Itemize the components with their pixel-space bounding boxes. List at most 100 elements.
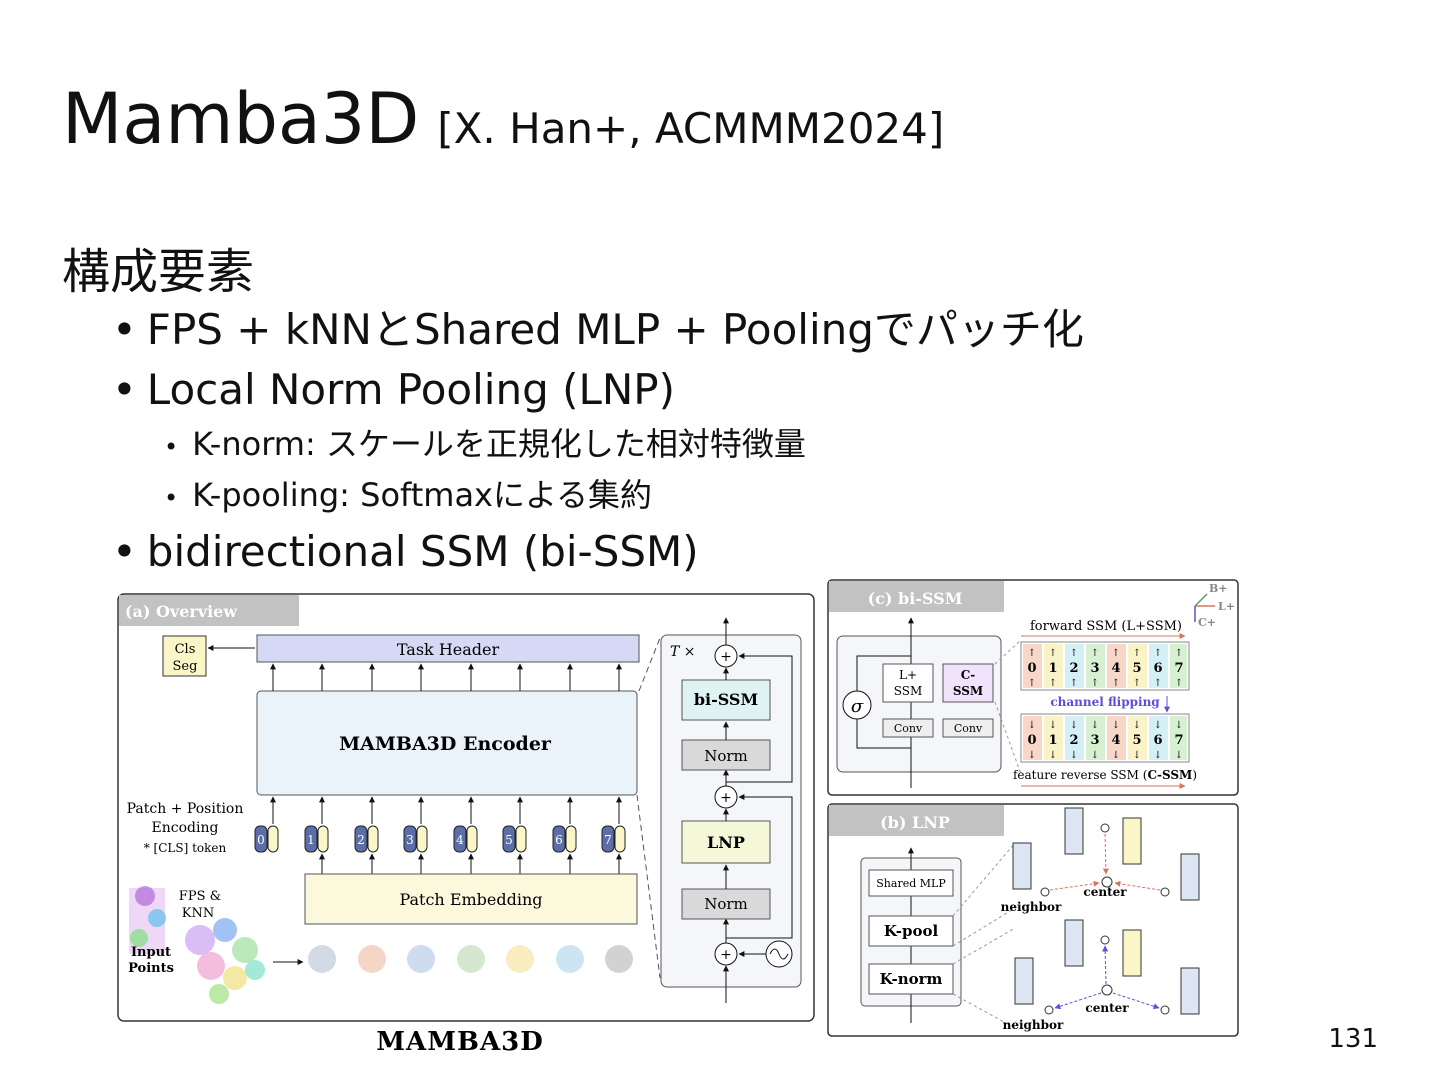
axis-c-label: C+ — [1198, 616, 1216, 629]
token-5: 5 — [502, 825, 527, 853]
bullet-bissm: bidirectional SSM (bi-SSM) — [112, 522, 1084, 582]
down-arrow-icon: ↓ — [1133, 750, 1141, 761]
forward-index-2: 2 — [1069, 661, 1078, 676]
sampled-point — [358, 945, 386, 973]
embed-up-arrows — [319, 853, 622, 874]
sigma-icon: σ — [851, 696, 864, 717]
seg-label: Seg — [173, 659, 198, 674]
cssm-label-1: C- — [961, 668, 976, 682]
token-5-label: 5 — [505, 833, 513, 847]
norm-label-2: Norm — [704, 895, 748, 913]
pos-encoding-label-1: Patch + Position — [127, 801, 244, 817]
conv-label-2: Conv — [954, 722, 983, 735]
bullet-lnp: Local Norm Pooling (LNP) — [112, 360, 1084, 420]
overview-panel: (a) Overview Cls Seg Task Header MAMBA3D… — [117, 593, 815, 1022]
reverse-index-7: 7 — [1174, 733, 1183, 748]
encoder-up-arrows — [270, 663, 622, 824]
token-6: 6 — [552, 825, 577, 853]
down-arrow-icon: ↓ — [1154, 720, 1162, 731]
add-icon: + — [720, 649, 732, 665]
bissm-label: (c) bi-SSM — [868, 589, 963, 608]
sub-bullet-knorm: K-norm: スケールを正規化した相対特徴量 — [164, 420, 1084, 471]
encoder-label: MAMBA3D Encoder — [339, 733, 552, 755]
token-1-label: 1 — [307, 833, 315, 847]
bissm-panel: (c) bi-SSM σ L+ SSM C- SSM Conv Conv for… — [827, 579, 1239, 796]
reverse-grid — [1023, 716, 1187, 760]
lssm-label-1: L+ — [899, 668, 917, 682]
cls-token-note: * [CLS] token — [144, 841, 227, 855]
sampled-point — [407, 945, 435, 973]
center-label-1: center — [1083, 885, 1127, 899]
up-arrow-icon: ↑ — [1154, 678, 1162, 689]
down-arrow-icon: ↓ — [1049, 750, 1057, 761]
down-arrow-icon: ↓ — [1154, 750, 1162, 761]
token-4-label: 4 — [456, 833, 464, 847]
sampled-point — [605, 945, 633, 973]
sampled-point — [556, 945, 584, 973]
up-arrow-icon: ↑ — [1175, 678, 1183, 689]
forward-index-4: 4 — [1111, 661, 1120, 676]
down-arrow-icon: ↓ — [1133, 720, 1141, 731]
section-heading: 構成要素 — [62, 244, 255, 300]
patch-embedding-label: Patch Embedding — [399, 890, 542, 909]
reverse-index-2: 2 — [1069, 733, 1078, 748]
up-arrow-icon: ↑ — [1091, 678, 1099, 689]
kpool-illustration: center neighbor — [1001, 807, 1200, 914]
down-arrow-icon: ↓ — [1070, 720, 1078, 731]
up-arrow-icon: ↑ — [1049, 678, 1057, 689]
sampled-point — [308, 945, 336, 973]
page-number: 131 — [1328, 1024, 1378, 1054]
down-arrow-icon: ↓ — [1070, 750, 1078, 761]
up-arrow-icon: ↑ — [1028, 678, 1036, 689]
forward-ssm-label: forward SSM (L+SSM) — [1030, 619, 1182, 634]
forward-grid — [1023, 644, 1187, 688]
add-icon: + — [720, 947, 732, 963]
token-4: 4 — [453, 825, 478, 853]
cls-label: Cls — [175, 642, 196, 657]
down-arrow-icon: ↓ — [1175, 750, 1183, 761]
up-arrow-icon: ↑ — [1049, 648, 1057, 659]
reverse-arrows: ↓↓↓↓↓↓↓↓ ↓↓↓↓↓↓↓↓ — [1028, 720, 1183, 761]
token-6-label: 6 — [555, 833, 563, 847]
reverse-index-0: 0 — [1027, 733, 1036, 748]
forward-index-5: 5 — [1132, 661, 1141, 676]
lnp-block-label: LNP — [707, 833, 745, 852]
token-0-label: 0 — [257, 833, 265, 847]
axis-l-label: L+ — [1218, 600, 1235, 613]
neighbor-label-2: neighbor — [1003, 1018, 1064, 1032]
token-3-label: 3 — [406, 833, 414, 847]
input-points-label-1: Input — [131, 945, 171, 960]
architecture-figure: (a) Overview Cls Seg Task Header MAMBA3D… — [115, 578, 1245, 1058]
up-arrow-icon: ↑ — [1112, 648, 1120, 659]
up-arrow-icon: ↑ — [1154, 648, 1162, 659]
down-arrow-icon: ↓ — [1028, 750, 1036, 761]
up-arrow-icon: ↑ — [1175, 648, 1183, 659]
reverse-ssm-label: feature reverse SSM (C-SSM) — [1013, 768, 1197, 782]
title-main: Mamba3D — [62, 78, 420, 160]
neighbor-label-1: neighbor — [1001, 900, 1062, 914]
reverse-index-4: 4 — [1111, 733, 1120, 748]
up-arrow-icon: ↑ — [1133, 648, 1141, 659]
mamba3d-logo: MAMBA3D — [376, 1027, 544, 1057]
bullet-patching: FPS + kNNとShared MLP + Poolingでパッチ化 — [112, 300, 1084, 360]
up-arrow-icon: ↑ — [1133, 678, 1141, 689]
overview-label: (a) Overview — [125, 602, 238, 621]
forward-index-6: 6 — [1153, 661, 1162, 676]
knorm-illustration: center neighbor — [1003, 919, 1200, 1032]
forward-arrows: ↑↑↑↑↑↑↑↑ ↑↑↑↑↑↑↑↑ — [1028, 648, 1183, 689]
sampled-point — [457, 945, 485, 973]
conv-label-1: Conv — [894, 722, 923, 735]
task-header-label: Task Header — [397, 640, 500, 659]
up-arrow-icon: ↑ — [1091, 648, 1099, 659]
down-arrow-icon: ↓ — [1091, 720, 1099, 731]
reverse-index-3: 3 — [1090, 733, 1099, 748]
bullet-list: FPS + kNNとShared MLP + Poolingでパッチ化 Loca… — [112, 300, 1084, 582]
forward-index-7: 7 — [1174, 661, 1183, 676]
knorm-label: K-norm — [880, 970, 943, 988]
reverse-index-1: 1 — [1048, 733, 1057, 748]
token-row: 0 1 2 3 4 5 6 7 — [254, 825, 626, 853]
up-arrow-icon: ↑ — [1112, 678, 1120, 689]
input-points-label-2: Points — [128, 961, 174, 976]
activation-icon — [769, 948, 789, 960]
fps-knn-label-1: FPS & — [179, 889, 221, 904]
